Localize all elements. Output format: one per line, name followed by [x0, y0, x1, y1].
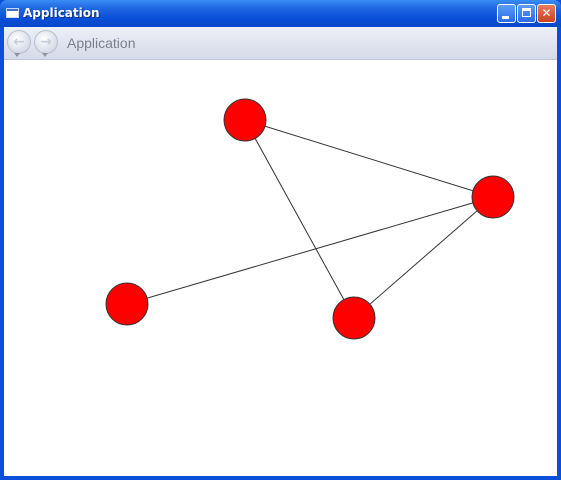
minimize-icon [502, 16, 509, 19]
graph-canvas[interactable] [4, 60, 557, 476]
page-title: Application [67, 35, 136, 51]
close-icon: ✕ [541, 6, 552, 20]
forward-history-dropdown-icon[interactable] [42, 53, 48, 57]
window-title: Application [23, 6, 100, 20]
graph-edge-C-B [126, 196, 494, 305]
maximize-icon [522, 8, 531, 17]
minimize-button[interactable] [497, 4, 516, 23]
back-history-dropdown-icon[interactable] [14, 53, 20, 57]
arrow-right-icon: → [40, 34, 52, 50]
arrow-left-icon: ← [13, 34, 25, 50]
navigation-bar: ← → Application [4, 27, 557, 60]
graph-edge-A-B [244, 119, 494, 198]
window-icon [6, 8, 19, 18]
back-button[interactable]: ← [7, 30, 31, 54]
title-bar[interactable]: Application ✕ [0, 0, 561, 27]
close-button[interactable]: ✕ [537, 4, 556, 23]
graph-node-D[interactable] [332, 296, 376, 340]
graph-node-A[interactable] [223, 98, 267, 142]
graph-edge-D-B [353, 196, 494, 319]
graph-node-B[interactable] [471, 175, 515, 219]
forward-button[interactable]: → [34, 30, 58, 54]
graph-svg [105, 98, 515, 340]
maximize-button[interactable] [517, 4, 536, 23]
graph-node-C[interactable] [105, 282, 149, 326]
graph-edge-A-D [244, 119, 355, 319]
client-area: ← → Application [4, 27, 557, 476]
